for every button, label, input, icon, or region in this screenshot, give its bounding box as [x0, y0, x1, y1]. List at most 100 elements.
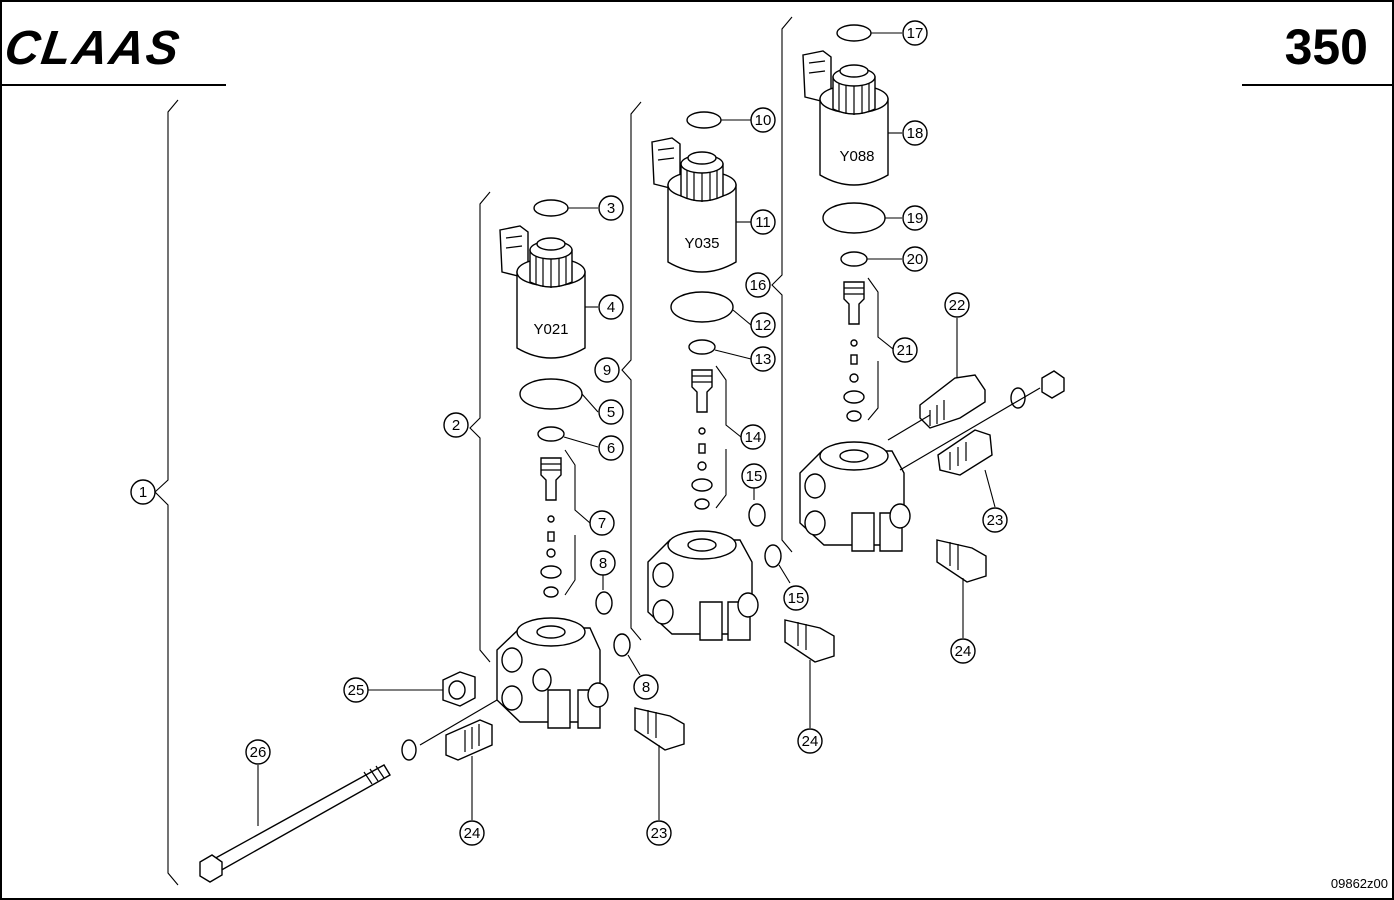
bracket-16	[771, 16, 793, 553]
fitting-part-24b	[784, 619, 835, 663]
leader-lines	[257, 32, 996, 826]
callout-26: 26	[245, 739, 271, 765]
bracket-2	[469, 191, 491, 663]
o-ring-part-3	[533, 199, 569, 217]
svg-text:22: 22	[949, 297, 966, 314]
washer	[401, 739, 417, 761]
callout-6: 6	[598, 435, 624, 461]
brand-logo: CLAAS	[1, 21, 184, 75]
o-ring-part-15a	[748, 503, 766, 527]
coil-body-y035	[667, 184, 737, 273]
o-ring-part-5	[519, 378, 583, 410]
svg-text:13: 13	[755, 351, 772, 368]
callout-24a: 24	[459, 820, 485, 846]
page-number: 350	[1285, 19, 1368, 75]
o-ring-part-17	[836, 24, 872, 42]
fitting-part-23b	[937, 429, 993, 476]
svg-text:25: 25	[348, 682, 365, 699]
svg-text:15: 15	[788, 590, 805, 607]
o-ring-part-6	[537, 426, 565, 442]
svg-text:24: 24	[955, 643, 972, 660]
callout-11: 11	[750, 209, 776, 235]
callout-12: 12	[750, 312, 776, 338]
o-ring-part-8a	[595, 591, 613, 615]
callout-19: 19	[902, 205, 928, 231]
o-ring-part-12	[670, 291, 734, 323]
callout-21: 21	[892, 337, 918, 363]
callout-25: 25	[343, 677, 369, 703]
svg-text:24: 24	[464, 825, 481, 842]
svg-text:8: 8	[599, 555, 607, 572]
svg-text:17: 17	[907, 25, 924, 42]
callout-2: 2	[443, 412, 469, 438]
svg-text:24: 24	[802, 733, 819, 750]
svg-text:9: 9	[603, 362, 611, 379]
callouts: 1 2 3 4 5 6 7 8 8 9 10 11 12 13 14 15 15…	[130, 20, 1008, 846]
callout-9: 9	[594, 357, 620, 383]
callout-8b: 8	[633, 674, 659, 700]
drawing-id: 09862z00	[1331, 876, 1388, 891]
callout-14: 14	[740, 424, 766, 450]
svg-text:10: 10	[755, 112, 772, 129]
svg-text:19: 19	[907, 210, 924, 227]
callout-5: 5	[598, 399, 624, 425]
svg-text:21: 21	[897, 342, 914, 359]
coil-body-y021	[516, 271, 586, 359]
callout-10: 10	[750, 107, 776, 133]
o-ring-part-10	[686, 111, 722, 129]
svg-text:2: 2	[452, 417, 460, 434]
callout-23a: 23	[646, 820, 672, 846]
svg-text:23: 23	[987, 512, 1004, 529]
callout-20: 20	[902, 246, 928, 272]
valve-assembly-y035: Y035	[647, 111, 835, 663]
callout-24b: 24	[797, 728, 823, 754]
valve-assembly-y021: Y021	[199, 199, 685, 883]
callout-17: 17	[902, 20, 928, 46]
callout-7: 7	[589, 510, 615, 536]
callout-13: 13	[750, 346, 776, 372]
svg-text:26: 26	[250, 744, 267, 761]
svg-text:5: 5	[607, 404, 615, 421]
bracket-9	[621, 101, 642, 641]
callout-3: 3	[598, 195, 624, 221]
callout-16: 16	[745, 272, 771, 298]
svg-text:20: 20	[907, 251, 924, 268]
callout-8a: 8	[590, 550, 616, 576]
callout-18: 18	[902, 120, 928, 146]
callout-1: 1	[130, 479, 156, 505]
svg-text:7: 7	[598, 515, 606, 532]
callout-24c: 24	[950, 638, 976, 664]
fitting-part-23a	[634, 707, 685, 751]
svg-text:11: 11	[755, 214, 771, 231]
svg-text:12: 12	[755, 317, 772, 334]
solenoid-code-y021: Y021	[533, 321, 568, 338]
svg-text:1: 1	[139, 484, 147, 501]
callout-22: 22	[944, 292, 970, 318]
o-ring-part-13	[688, 339, 716, 355]
svg-text:3: 3	[607, 200, 615, 217]
svg-text:6: 6	[607, 440, 615, 457]
svg-text:4: 4	[607, 299, 615, 316]
o-ring-part-20	[840, 251, 868, 267]
callout-23b: 23	[982, 507, 1008, 533]
o-ring-part-8b	[613, 633, 631, 657]
svg-text:8: 8	[642, 679, 650, 696]
callout-15b: 15	[783, 585, 809, 611]
svg-text:14: 14	[745, 429, 762, 446]
o-ring-part-19	[822, 202, 886, 234]
svg-text:15: 15	[746, 468, 763, 485]
callout-4: 4	[598, 294, 624, 320]
valve-assembly-y088: Y088	[799, 24, 1065, 583]
svg-text:23: 23	[651, 825, 668, 842]
svg-text:18: 18	[907, 125, 924, 142]
fitting-part-24c	[936, 539, 987, 583]
svg-text:16: 16	[750, 277, 767, 294]
callout-15a: 15	[741, 463, 767, 489]
fitting-part-22	[919, 374, 986, 429]
fitting-part-24a	[445, 719, 493, 761]
coil-body-y088	[819, 98, 889, 186]
solenoid-code-y035: Y035	[684, 235, 719, 252]
